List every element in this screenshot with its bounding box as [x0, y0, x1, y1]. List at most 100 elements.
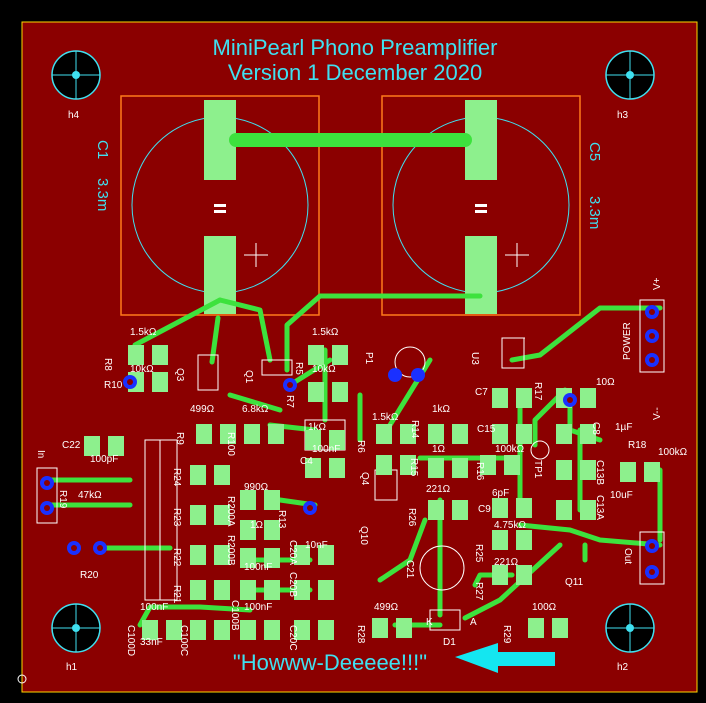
ref-label-r200a: R200A	[225, 496, 236, 527]
value-label: 100nF	[312, 444, 340, 455]
value-label: 1.5kΩ	[130, 327, 157, 338]
ref-label-r6: R6	[355, 440, 366, 453]
ref-label-q4: Q4	[359, 472, 370, 486]
ref-label-c13a: C13A	[594, 495, 605, 520]
smd-pad	[190, 505, 206, 525]
ref-label-q11: Q11	[565, 577, 584, 588]
smd-pad	[240, 580, 256, 600]
value-label: 100kΩ	[495, 444, 525, 455]
smd-pad	[376, 455, 392, 475]
value-label: 10uF	[610, 490, 633, 501]
ref-label-r5: R5	[293, 362, 304, 375]
ref-label-u3: U3	[469, 352, 480, 365]
smd-pad	[214, 505, 230, 525]
smd-pad	[190, 580, 206, 600]
smd-pad	[305, 458, 321, 478]
smd-pad	[264, 490, 280, 510]
mounting-hole-icon	[51, 603, 101, 653]
smd-pad	[332, 345, 348, 365]
value-label: 10kΩ	[312, 364, 336, 375]
ref-label-c4: C4	[300, 456, 313, 467]
smd-pad	[190, 465, 206, 485]
value-label: 10nF	[305, 540, 328, 551]
ref-label-r26: R26	[406, 508, 417, 527]
smd-pad	[108, 436, 124, 456]
smd-pad	[264, 548, 280, 568]
value-label: 499Ω	[374, 602, 399, 613]
value-label: 100pF	[90, 454, 118, 465]
smd-pad	[214, 620, 230, 640]
smd-pad	[318, 620, 334, 640]
smd-pad	[580, 388, 596, 408]
arrow-icon	[455, 643, 555, 673]
ref-label-r24: R24	[171, 468, 182, 487]
smd-pad	[400, 424, 416, 444]
value-label: A	[470, 617, 477, 628]
smd-pad	[214, 580, 230, 600]
smd-pad	[580, 500, 596, 520]
smd-pad	[492, 424, 508, 444]
value-label: 4.75kΩ	[494, 520, 526, 531]
smd-pad	[556, 424, 572, 444]
ref-label-c21: C21	[404, 560, 415, 579]
hole-label-h4: h4	[68, 110, 80, 121]
smd-pad	[580, 460, 596, 480]
ref-label-r22: R22	[171, 548, 182, 567]
value-label: 1Ω	[250, 520, 264, 531]
smd-pad	[452, 500, 468, 520]
hole-label-h2: h2	[617, 662, 629, 673]
value-label: 1kΩ	[308, 422, 327, 433]
ref-label-c22: C22	[62, 440, 81, 451]
ref-label-r25: R25	[473, 544, 484, 563]
ref-label-r20: R20	[80, 570, 99, 581]
smd-pad	[190, 545, 206, 565]
value-label: 100nF	[244, 562, 272, 573]
smd-pad	[294, 620, 310, 640]
smd-pad	[152, 345, 168, 365]
smd-pad	[428, 458, 444, 478]
ref-label-r9: R9	[174, 432, 185, 445]
capacitor-c5	[381, 95, 581, 316]
smd-pad	[308, 382, 324, 402]
value-label: 221Ω	[426, 484, 451, 495]
ref-label-r29: R29	[501, 625, 512, 644]
board-outline	[21, 21, 698, 693]
smd-pad	[240, 490, 256, 510]
ref-label-r18: R18	[628, 440, 647, 451]
ref-label-c15: C15	[477, 424, 496, 435]
value-label: 47kΩ	[78, 490, 102, 501]
mounting-hole-icon	[51, 50, 101, 100]
smd-pad	[190, 620, 206, 640]
smd-pad	[214, 465, 230, 485]
smd-pad	[318, 580, 334, 600]
ref-label-c7: C7	[475, 387, 488, 398]
smd-pad	[492, 498, 508, 518]
c1-value: 3.3m	[94, 178, 111, 211]
ref-label-r14: R14	[409, 420, 420, 439]
smd-pad	[556, 500, 572, 520]
ref-label-c20a: C20A	[287, 540, 298, 565]
smd-pad	[376, 424, 392, 444]
smd-pad	[396, 618, 412, 638]
smd-pad	[294, 580, 310, 600]
value-label: 10Ω	[596, 377, 615, 388]
in-label: In	[35, 450, 46, 458]
smd-pad	[84, 436, 100, 456]
origin-marker	[17, 674, 27, 684]
smd-pad	[516, 388, 532, 408]
value-label: 499Ω	[190, 404, 215, 415]
smd-pad	[166, 620, 182, 640]
ref-label-r16: R16	[474, 462, 485, 481]
smd-pad	[516, 530, 532, 550]
value-label: 100kΩ	[658, 447, 688, 458]
ref-label-r7: R7	[284, 395, 295, 408]
value-label: 221Ω	[494, 557, 519, 568]
ref-label-d1: D1	[443, 637, 456, 648]
ref-label-c8: C8	[590, 422, 601, 435]
smd-pad	[264, 620, 280, 640]
power-label: POWER	[622, 322, 633, 360]
mounting-hole-icon	[605, 603, 655, 653]
